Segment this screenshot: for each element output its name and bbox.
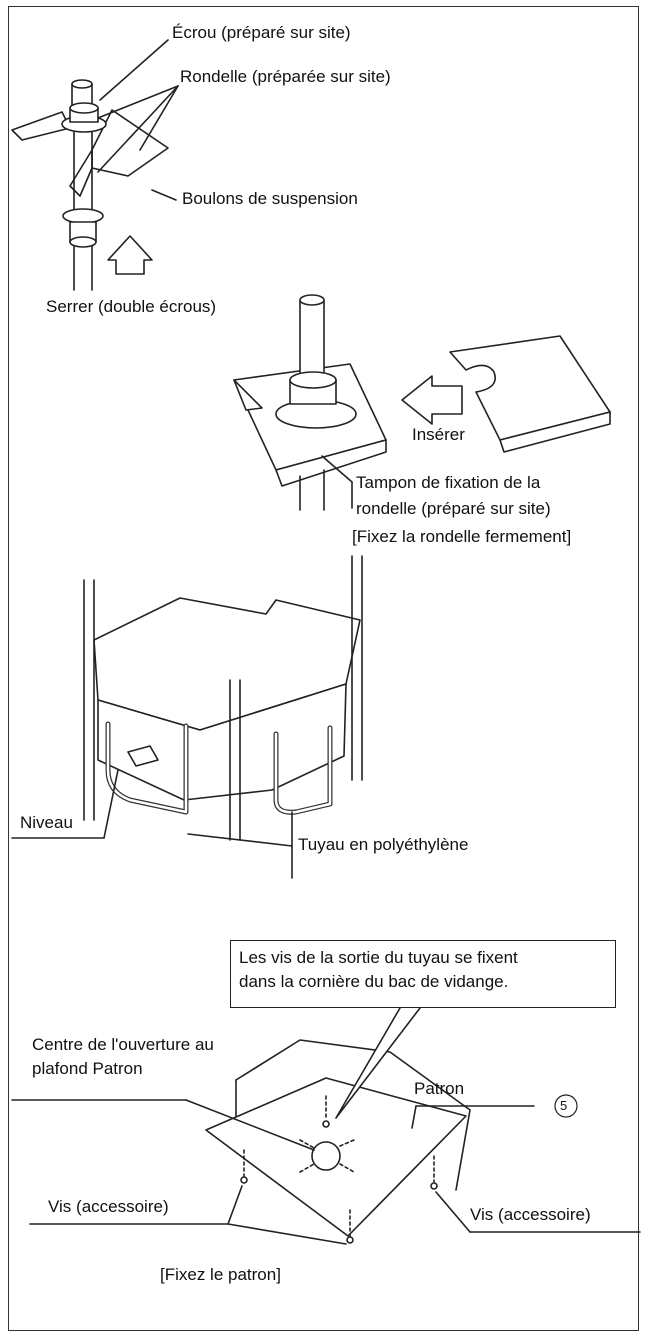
fix-pattern-label: [Fixez le patron] — [160, 1265, 281, 1284]
level-label: Niveau — [20, 813, 73, 832]
callout-line2: dans la cornière du bac de vidange. — [239, 972, 509, 991]
pattern-label: Patron — [414, 1079, 465, 1098]
item-number: 5 — [560, 1098, 568, 1113]
tighten-label: Serrer (double écrous) — [46, 297, 217, 316]
washer-pad-drawing — [233, 294, 611, 511]
insert-label: Insérer — [412, 425, 465, 444]
level-check-drawing — [11, 555, 363, 879]
center-label-line1: Centre de l'ouverture au — [32, 1035, 214, 1054]
hanger-bolt-drawing — [11, 39, 179, 291]
pattern-fixing-drawing — [11, 1007, 641, 1245]
screw-right-label: Vis (accessoire) — [470, 1205, 591, 1224]
screw-left-label: Vis (accessoire) — [48, 1197, 169, 1216]
callout-box: Les vis de la sortie du tuyau se fixent … — [230, 940, 616, 1008]
washer-label: Rondelle (préparée sur site) — [180, 67, 391, 86]
pad-label-line3: [Fixez la rondelle fermement] — [352, 527, 572, 546]
pad-label-line2: rondelle (préparé sur site) — [356, 499, 551, 518]
pad-label-line1: Tampon de fixation de la — [356, 473, 541, 492]
nut-label: Écrou (préparé sur site) — [172, 23, 351, 42]
center-label-line2: plafond Patron — [32, 1059, 143, 1078]
callout-line1: Les vis de la sortie du tuyau se fixent — [239, 948, 518, 967]
suspension-bolts-label: Boulons de suspension — [182, 189, 358, 208]
polyethylene-pipe-label: Tuyau en polyéthylène — [298, 835, 469, 854]
figure-frame — [8, 6, 639, 1331]
